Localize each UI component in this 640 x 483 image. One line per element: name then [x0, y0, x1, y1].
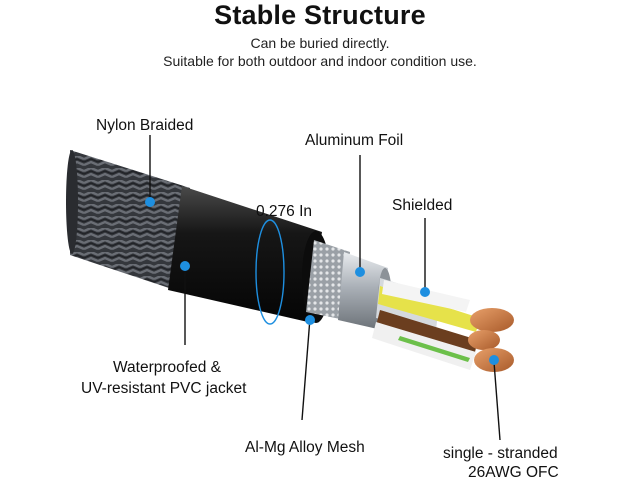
- diameter-ring: [255, 219, 285, 325]
- page-title: Stable Structure: [214, 0, 426, 30]
- label-pvc-jacket-line1: Waterproofed &: [113, 359, 221, 376]
- callout-dot-conductor: [489, 355, 499, 365]
- subtitle-line-2: Suitable for both outdoor and indoor con…: [163, 53, 477, 69]
- aluminum-foil-layer: [338, 252, 388, 330]
- callout-dot-mesh: [305, 315, 315, 325]
- braid-end: [66, 150, 78, 254]
- wire-brown: [376, 310, 478, 356]
- label-conductor-line2: 26AWG OFC: [468, 464, 559, 481]
- label-aluminum-foil: Aluminum Foil: [305, 132, 404, 149]
- nylon-braid-sleeve: [70, 150, 190, 290]
- subtitle-line-1: Can be buried directly.: [250, 35, 390, 51]
- alloy-mesh-layer: [306, 240, 350, 320]
- label-pvc-jacket-line2: UV-resistant PVC jacket: [81, 380, 247, 397]
- copper-end-2: [468, 330, 500, 350]
- wire-green-stripe: [398, 336, 470, 362]
- copper-end-1: [470, 308, 514, 332]
- leader-conductor: [493, 361, 501, 441]
- leader-mesh: [301, 317, 311, 421]
- label-conductor-line1: single - stranded: [443, 445, 558, 462]
- label-nylon-braided: Nylon Braided: [96, 117, 194, 134]
- callout-dot-pvc: [180, 261, 190, 271]
- callout-dot-shielded: [420, 287, 430, 297]
- label-shielded: Shielded: [392, 197, 453, 214]
- callout-dot-foil: [355, 267, 365, 277]
- label-diameter: 0.276 In: [256, 203, 313, 220]
- callout-dot-nylon: [145, 197, 155, 207]
- label-alloy-mesh: Al-Mg Alloy Mesh: [245, 439, 365, 456]
